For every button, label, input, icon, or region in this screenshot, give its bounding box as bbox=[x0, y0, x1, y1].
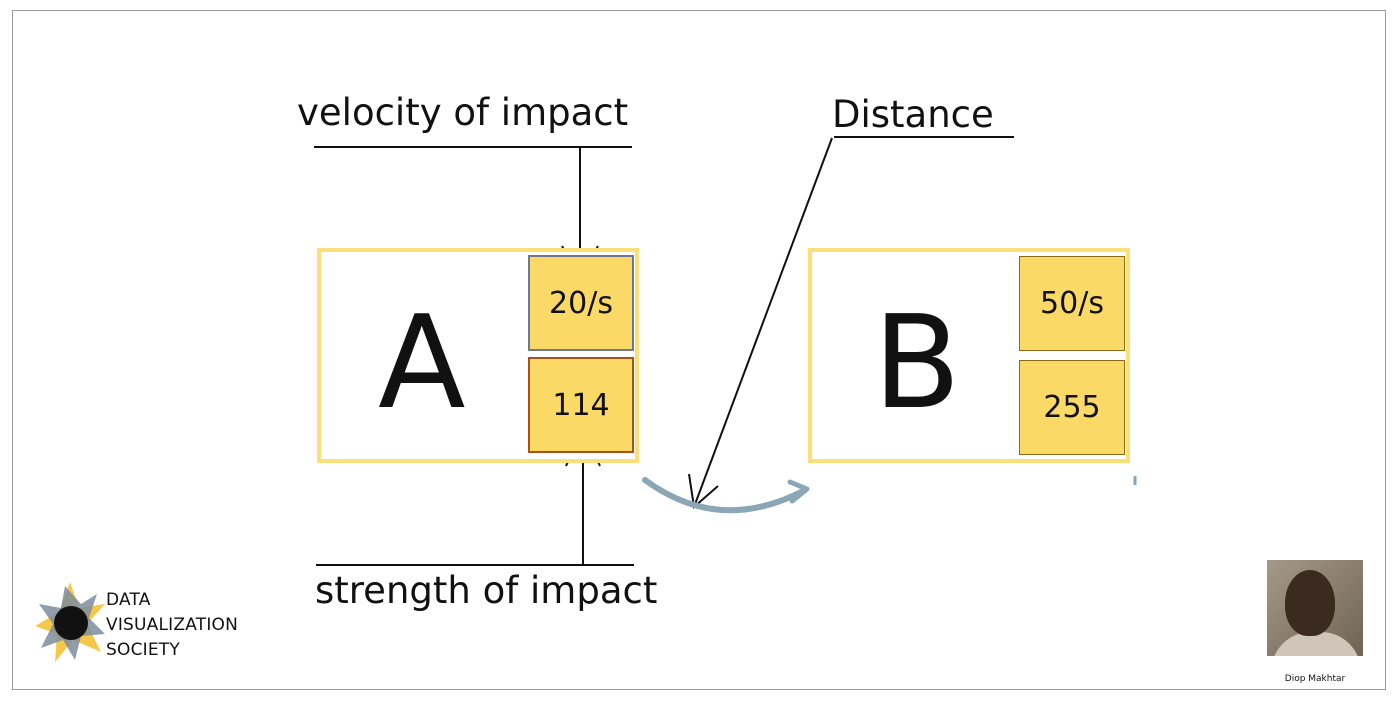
node-a-velocity-cell: 20/s bbox=[528, 255, 634, 351]
strength-label: strength of impact bbox=[315, 569, 658, 612]
star-logo-icon bbox=[35, 582, 105, 662]
slide-frame bbox=[12, 10, 1386, 690]
logo-line-3: SOCIETY bbox=[106, 640, 180, 660]
node-b-strength-cell: 255 bbox=[1019, 360, 1125, 455]
distance-arrow-shaft bbox=[693, 137, 833, 508]
avatar bbox=[1267, 560, 1363, 656]
node-b-letter: B bbox=[873, 289, 961, 438]
logo-line-2: VISUALIZATION bbox=[106, 615, 239, 635]
logo-text: DATA VISUALIZATION SOCIETY bbox=[106, 588, 238, 663]
node-a-letter: A bbox=[378, 289, 466, 438]
node-a-strength-cell: 114 bbox=[528, 357, 634, 453]
logo-line-1: DATA bbox=[106, 590, 151, 610]
avatar-face bbox=[1285, 570, 1335, 636]
curved-arrow-icon bbox=[642, 477, 810, 514]
node-b-velocity-cell: 50/s bbox=[1019, 256, 1125, 351]
velocity-label: velocity of impact bbox=[297, 91, 629, 134]
author-name: Diop Makhtar bbox=[1284, 674, 1346, 684]
distance-label: Distance bbox=[832, 93, 994, 136]
